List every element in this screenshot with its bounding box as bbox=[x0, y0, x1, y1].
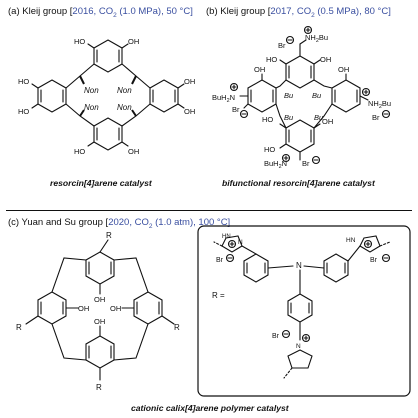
label-oh: OH bbox=[184, 77, 195, 86]
label-bu: Bu bbox=[312, 91, 322, 100]
label-nh2bu: NH2Bu bbox=[305, 33, 328, 44]
label-r: R bbox=[174, 323, 180, 332]
label-br: Br bbox=[302, 159, 310, 168]
panel-b-caption: bifunctional resorcin[4]arene catalyst bbox=[222, 178, 375, 188]
panel-a-header: (a) Kleij group [2016, CO2 (1.0 MPa), 50… bbox=[8, 6, 193, 22]
label-r: R bbox=[96, 383, 102, 392]
panel-c-structure: OH OH OH OH R R R R R = N N bbox=[16, 225, 411, 397]
panel-c-header: (c) Yuan and Su group [2020, CO2 (1.0 at… bbox=[8, 217, 230, 233]
ring-b-left bbox=[247, 79, 277, 113]
label-non: Non bbox=[84, 86, 99, 95]
label-oh: OH bbox=[338, 65, 349, 74]
panel-b-header-prefix: (b) Kleij group [ bbox=[206, 6, 271, 17]
label-bu: Bu bbox=[314, 113, 324, 122]
label-hn: HN bbox=[222, 234, 231, 240]
label-bu: Bu bbox=[284, 91, 294, 100]
label-bu2hn: BuH2N bbox=[212, 93, 235, 104]
label-oh: OH bbox=[322, 117, 333, 126]
label-r-equals: R = bbox=[212, 291, 225, 300]
panel-b-conditions: 2017, CO bbox=[270, 6, 312, 17]
ring-b-bottom bbox=[285, 119, 315, 153]
ring-a-bottom bbox=[93, 117, 123, 151]
label-br: Br bbox=[272, 333, 280, 340]
aryl-right bbox=[323, 253, 349, 283]
label-ho: HO bbox=[74, 147, 85, 156]
label-ho: HO bbox=[18, 107, 29, 116]
panel-a-conditions-rest: (1.0 MPa), 50 °C] bbox=[116, 6, 193, 17]
ring-a-left bbox=[37, 79, 67, 113]
ring-a-right bbox=[149, 79, 179, 113]
label-br: Br bbox=[216, 257, 224, 264]
label-oh: OH bbox=[320, 55, 331, 64]
label-oh: OH bbox=[110, 304, 121, 313]
label-br: Br bbox=[372, 113, 380, 122]
panel-c-conditions-rest: (1.0 atm), 100 °C] bbox=[152, 217, 231, 228]
label-oh: OH bbox=[94, 295, 105, 304]
panel-a-header-prefix: (a) Kleij group [ bbox=[8, 6, 73, 17]
label-r: R bbox=[106, 231, 112, 240]
imidazolium-right bbox=[359, 235, 381, 253]
label-bu: Bu bbox=[284, 113, 294, 122]
r-group-box bbox=[197, 225, 411, 397]
panel-b-header: (b) Kleij group [2017, CO2 (0.5 MPa), 80… bbox=[206, 6, 391, 22]
label-oh: OH bbox=[128, 37, 139, 46]
label-n: N bbox=[296, 343, 301, 350]
label-non: Non bbox=[117, 86, 132, 95]
label-oh: OH bbox=[128, 147, 139, 156]
label-n: N bbox=[296, 261, 302, 270]
label-non: Non bbox=[84, 103, 99, 112]
ring-b-right bbox=[331, 79, 361, 113]
label-br: Br bbox=[232, 105, 240, 114]
panel-a-structure: Non Non Non Non HO OH HO OH HO HO OH OH bbox=[18, 37, 195, 156]
section-divider bbox=[6, 210, 412, 211]
label-br: Br bbox=[278, 41, 286, 50]
label-hn: HN bbox=[346, 237, 356, 244]
label-r: R bbox=[16, 323, 22, 332]
ring-c-bottom bbox=[85, 335, 115, 369]
label-oh: OH bbox=[94, 317, 105, 326]
panel-b-structure: Bu Bu Bu Bu NH2Bu Br HO OH BuH2N Br OH N… bbox=[212, 25, 391, 170]
panel-b-conditions-rest: (0.5 MPa), 80 °C] bbox=[314, 6, 391, 17]
label-ho: HO bbox=[262, 115, 273, 124]
panel-a-conditions: 2016, CO bbox=[72, 6, 114, 17]
label-nh2bu: NH2Bu bbox=[368, 99, 391, 110]
label-oh: OH bbox=[78, 304, 89, 313]
label-oh: OH bbox=[254, 65, 265, 74]
ring-b-top bbox=[285, 55, 315, 89]
panel-c-caption: cationic calix[4]arene polymer catalyst bbox=[131, 403, 289, 413]
label-n: N bbox=[238, 239, 243, 246]
label-bu2hn: BuH2N bbox=[264, 159, 287, 170]
label-br: Br bbox=[370, 257, 378, 264]
panel-a-co2-sub: 2 bbox=[113, 11, 117, 19]
ring-a-top bbox=[93, 39, 123, 73]
label-ho: HO bbox=[18, 77, 29, 86]
label-ho: HO bbox=[266, 55, 277, 64]
panel-b-co2-sub: 2 bbox=[311, 11, 315, 19]
panel-c-co2-sub: 2 bbox=[148, 222, 153, 230]
panel-c-header-prefix: (c) Yuan and Su group [ bbox=[8, 217, 109, 228]
ring-c-right bbox=[133, 291, 163, 325]
panel-a-caption: resorcin[4]arene catalyst bbox=[50, 178, 152, 188]
label-non: Non bbox=[117, 103, 132, 112]
ring-c-left bbox=[37, 291, 67, 325]
aryl-bottom bbox=[287, 293, 313, 323]
aryl-left bbox=[243, 253, 269, 283]
panel-c-conditions: 2020, CO bbox=[108, 217, 149, 228]
ring-c-top bbox=[85, 251, 115, 285]
label-ho: HO bbox=[264, 145, 275, 154]
imidazolium-left bbox=[221, 235, 243, 253]
imidazolium-bottom bbox=[287, 349, 313, 369]
label-ho: HO bbox=[74, 37, 85, 46]
label-oh: OH bbox=[184, 107, 195, 116]
